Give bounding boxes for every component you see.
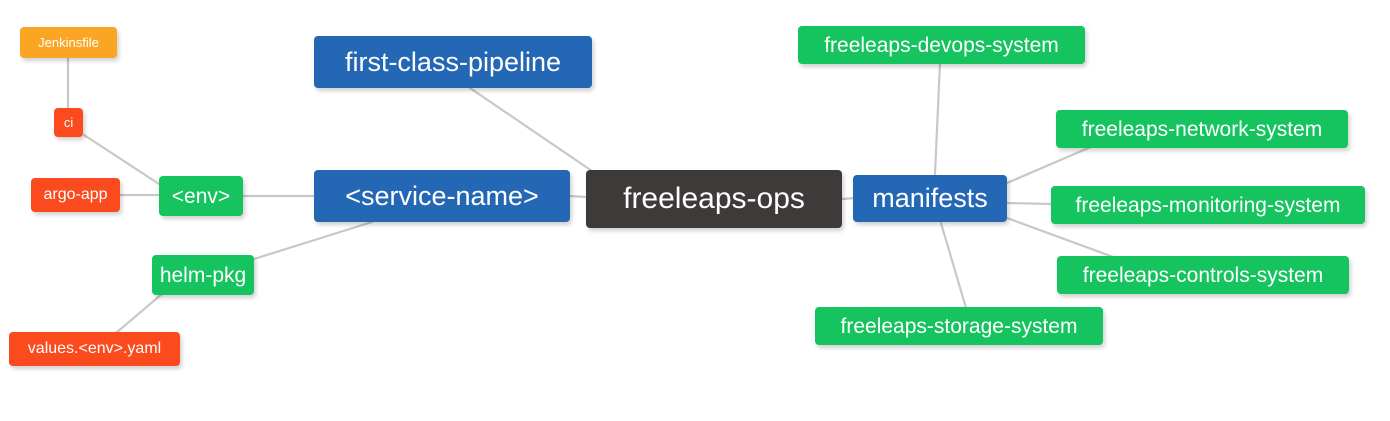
- node-label: <service-name>: [345, 180, 539, 211]
- edge-manifests-monitoring-system: [1005, 201, 1055, 206]
- node-label: first-class-pipeline: [344, 46, 562, 77]
- mindmap-node-service-name[interactable]: <service-name>: [314, 170, 570, 222]
- node-label: freeleaps-controls-system: [1082, 263, 1324, 287]
- node-label: ci: [63, 115, 74, 130]
- edge-manifests-network-system: [1005, 144, 1095, 185]
- node-label: helm-pkg: [159, 263, 247, 287]
- mindmap-node-helm-pkg[interactable]: helm-pkg: [152, 255, 254, 295]
- edge-helm-pkg-values-yaml: [114, 291, 165, 335]
- node-label: freeleaps-monitoring-system: [1075, 193, 1341, 217]
- edge-service-name-helm-pkg: [252, 220, 374, 261]
- edge-manifests-devops-system: [933, 61, 942, 176]
- node-label: <env>: [171, 184, 231, 208]
- mindmap-node-freeleaps-storage-system[interactable]: freeleaps-storage-system: [815, 307, 1103, 345]
- node-label: argo-app: [43, 186, 108, 203]
- mindmap-node-ci[interactable]: ci: [54, 108, 83, 137]
- edge-service-name-first-class-pipeline: [468, 86, 594, 173]
- mindmap-node-freeleaps-controls-system[interactable]: freeleaps-controls-system: [1057, 256, 1349, 294]
- edge-manifests-controls-system: [1005, 216, 1118, 260]
- node-label: freeleaps-devops-system: [824, 33, 1059, 57]
- node-label: freeleaps-storage-system: [840, 314, 1078, 338]
- mindmap-node-freeleaps-monitoring-system[interactable]: freeleaps-monitoring-system: [1051, 186, 1365, 224]
- mindmap-node-argo-app[interactable]: argo-app: [31, 178, 120, 212]
- node-label: Jenkinsfile: [38, 35, 99, 50]
- mindmap-node-env[interactable]: <env>: [159, 176, 243, 216]
- edge-env-ci: [82, 133, 161, 186]
- mindmap-node-freeleaps-devops-system[interactable]: freeleaps-devops-system: [798, 26, 1085, 64]
- node-label: freeleaps-network-system: [1081, 117, 1323, 141]
- mindmap-node-values-yaml[interactable]: values.<env>.yaml: [9, 332, 180, 366]
- mindmap-node-freeleaps-ops[interactable]: freeleaps-ops: [586, 170, 842, 228]
- mindmap-node-jenkinsfile[interactable]: Jenkinsfile: [20, 27, 117, 58]
- node-label: values.<env>.yaml: [27, 340, 162, 357]
- edge-root-service-name: [568, 194, 588, 199]
- mindmap-node-manifests[interactable]: manifests: [853, 175, 1007, 222]
- node-label: freeleaps-ops: [623, 182, 805, 215]
- edge-manifests-storage-system: [939, 221, 968, 310]
- node-label: manifests: [872, 183, 988, 213]
- mindmap-node-freeleaps-network-system[interactable]: freeleaps-network-system: [1056, 110, 1348, 148]
- mindmap-node-first-class-pipeline[interactable]: first-class-pipeline: [314, 36, 592, 88]
